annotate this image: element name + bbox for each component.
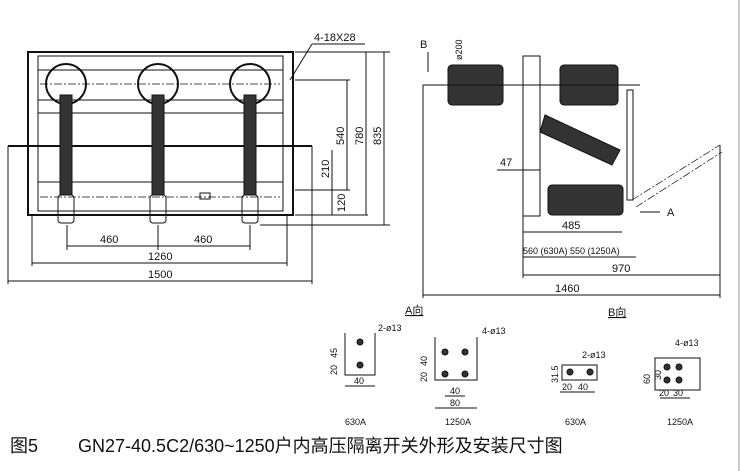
a1250-d40: 40 (450, 386, 460, 396)
diameter-label: ø200 (454, 39, 464, 60)
b1250-d30: 30 (673, 388, 683, 398)
b1250-d60: 60 (642, 374, 652, 384)
pole-1 (45, 63, 87, 224)
detail-views: A向 B向 2-ø13 45 20 40 630A 4-ø13 40 20 40… (329, 303, 701, 427)
pole-2 (137, 63, 179, 224)
dim-460-a: 460 (100, 234, 118, 246)
dim-1500: 1500 (148, 269, 172, 281)
dim-1260: 1260 (148, 251, 172, 263)
a630-holes: 2-ø13 (378, 323, 402, 333)
b-view-title: B向 (608, 305, 626, 319)
b630-d20: 20 (562, 382, 572, 392)
side-view: B ø200 A 47 485 560 (630A) 550 (1250A) 9… (420, 39, 723, 298)
dim-780: 780 (354, 127, 366, 145)
figure-title: GN27-40.5C2/630~1250户内高压隔离开关外形及安装尺寸图 (78, 436, 563, 456)
dim-120: 120 (336, 194, 348, 212)
dim-970: 970 (612, 263, 630, 275)
dim-47: 47 (500, 157, 512, 169)
b1250-label: 1250A (667, 417, 693, 427)
dim-540: 540 (335, 127, 347, 145)
a1250-d80: 80 (450, 398, 460, 408)
dim-560-550: 560 (630A) 550 (1250A) (523, 246, 620, 256)
view-a-label: A (667, 207, 675, 219)
view-b-label: B (420, 39, 427, 51)
a630-d40: 40 (354, 376, 364, 386)
b630-d40: 40 (578, 382, 588, 392)
b1250-d30v: 30 (653, 370, 663, 380)
hole-note: 4-18X28 (314, 32, 356, 44)
a630-d45: 45 (329, 348, 339, 358)
dim-1460: 1460 (555, 283, 579, 295)
right-border (738, 0, 740, 471)
front-view: 460 460 1260 1500 540 780 835 210 120 4-… (7, 32, 390, 284)
b630-d315: 31.5 (550, 365, 560, 383)
b630-holes: 2-ø13 (582, 350, 606, 360)
dim-485: 485 (562, 220, 580, 232)
a1250-d20: 20 (419, 372, 429, 382)
b1250-holes: 4-ø13 (675, 338, 699, 348)
a630-d20: 20 (329, 365, 339, 375)
a-view-title: A向 (405, 303, 423, 317)
figure-number: 图5 (10, 436, 39, 456)
dim-835: 835 (372, 127, 384, 145)
b630-label: 630A (565, 417, 586, 427)
dim-460-b: 460 (194, 234, 212, 246)
dim-210: 210 (320, 160, 332, 178)
figure-caption: 图5 GN27-40.5C2/630~1250户内高压隔离开关外形及安装尺寸图 (10, 432, 603, 458)
a1250-label: 1250A (445, 417, 471, 427)
a630-label: 630A (345, 417, 366, 427)
pole-3 (229, 63, 271, 224)
a1250-holes: 4-ø13 (482, 326, 506, 336)
a1250-d40v: 40 (419, 356, 429, 366)
b1250-d20: 20 (659, 388, 669, 398)
